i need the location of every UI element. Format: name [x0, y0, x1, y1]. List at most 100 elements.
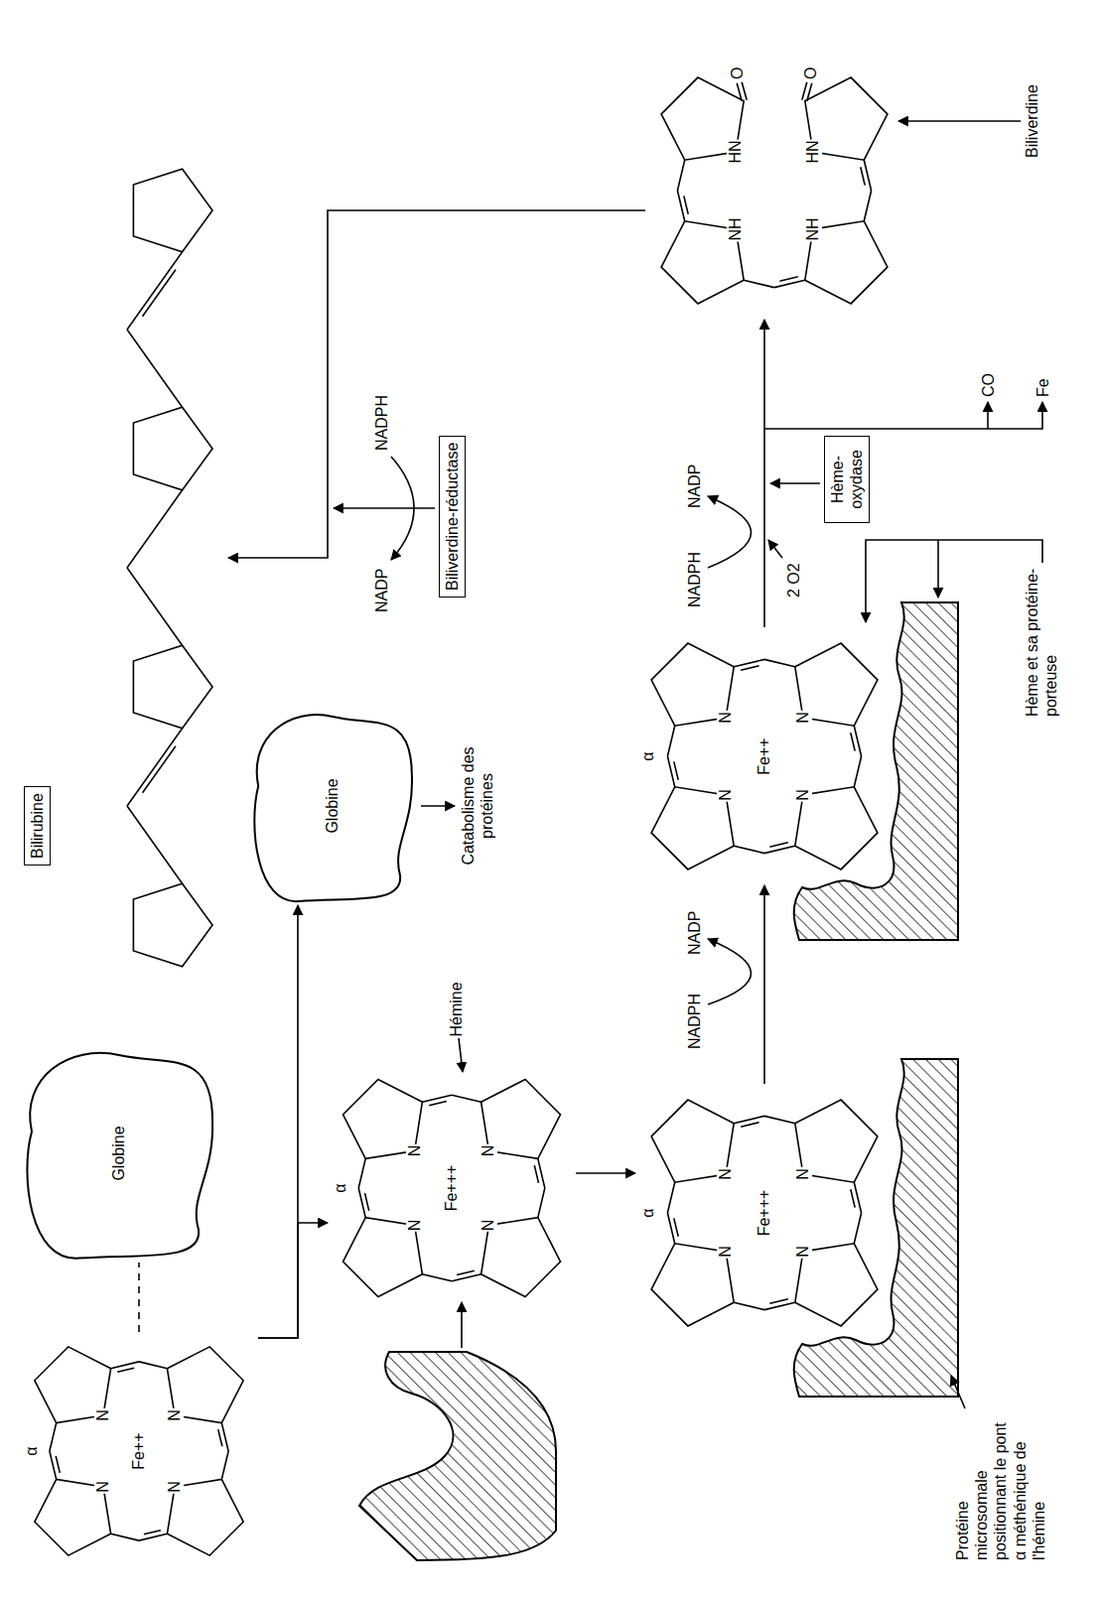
bond-line [221, 1451, 229, 1480]
heme-carrier-complex: αNNNNFe++ [635, 627, 894, 886]
nitrogen-atom: N [716, 1167, 735, 1182]
cofactor-label: Fe [1033, 378, 1053, 398]
bond-line [853, 1213, 861, 1244]
bond-line [358, 1188, 366, 1219]
bond-line [138, 1533, 167, 1541]
iron-ion: Fe++ [755, 736, 774, 776]
bond-line [127, 329, 183, 408]
bond-line [538, 1158, 546, 1189]
bond-line [736, 83, 742, 102]
bond-line [740, 1122, 759, 1127]
connector [763, 885, 766, 1085]
pyrrole-ring [651, 1100, 734, 1183]
hemin-structure: αNNNNFe+++Hémine [327, 1064, 576, 1313]
bond-line [863, 159, 871, 191]
nitrogen-atom: N [479, 1144, 498, 1159]
bond-line [456, 1270, 475, 1275]
nitrogen-atom: N [165, 1408, 184, 1423]
connector [258, 905, 298, 1339]
protein-name: Globine [111, 1125, 128, 1181]
bond-line [733, 845, 765, 853]
bond-line [684, 195, 688, 214]
pyrrole-ring [133, 645, 213, 729]
enzyme-box: Biliverdine-réductase [438, 435, 466, 598]
bond-line [117, 1368, 135, 1373]
enzyme-name: Biliverdine-réductase [438, 435, 466, 598]
bond-line [49, 1451, 57, 1480]
molecule-drawing [645, 21, 1063, 320]
bond-line [49, 1423, 57, 1452]
annotation-text: Hème et sa protéine-porteuse [1022, 567, 1061, 717]
nitrogen-atom: N [406, 1144, 424, 1159]
bond-line [741, 82, 747, 101]
microsomal-protein [794, 1059, 959, 1397]
bond-line [674, 1218, 679, 1237]
cofactor-arc [707, 496, 752, 568]
bond-line [221, 1423, 229, 1452]
bond-line [127, 806, 183, 884]
alpha-bridge-label: α [639, 1207, 658, 1219]
bond-line [764, 845, 796, 853]
bond-line [674, 761, 679, 780]
pyrrole-ring [133, 168, 213, 253]
alpha-bridge-label: α [331, 1182, 350, 1194]
bond-line [142, 270, 176, 317]
nitrogen-atom: N [94, 1480, 113, 1495]
bond-line [451, 1274, 482, 1282]
nitrogen-atom: N [716, 710, 735, 725]
biliverdin-structure: OONHNHHNHNBiliverdine [645, 21, 1063, 320]
bond-line [733, 1302, 765, 1310]
iron-ion: Fe+++ [755, 1189, 774, 1238]
bond-line [365, 1193, 370, 1212]
compound-name: Bilirubine [23, 786, 51, 866]
bond-line [421, 1274, 452, 1282]
nh-group: NH [726, 216, 745, 242]
bond-line [853, 756, 861, 788]
bilirubin-structure: Bilirubine [19, 111, 229, 1005]
bond-line [853, 725, 861, 757]
bond-line [218, 1429, 223, 1447]
alpha-bridge-label: α [22, 1445, 41, 1457]
bond-line [451, 1095, 482, 1102]
bond-line [764, 659, 796, 667]
callout-label: Hémine [447, 980, 466, 1038]
bond-line [769, 842, 788, 847]
carrier-protein [794, 602, 959, 941]
bond-line [677, 190, 685, 222]
pyrrole-ring [795, 787, 878, 870]
globin-blob: Globine [248, 706, 417, 906]
bracket-arrow [865, 540, 1043, 623]
bracket-arrow [937, 540, 940, 598]
nitrogen-atom: N [794, 788, 813, 803]
connector [258, 1223, 328, 1339]
bond-line [733, 1115, 765, 1123]
bond-line [743, 279, 775, 287]
pyrrole-ring [795, 1243, 878, 1327]
nh-group: HN [726, 139, 745, 165]
connector [575, 1172, 636, 1175]
nitrogen-atom: N [794, 1244, 813, 1259]
cofactor-arc [391, 456, 414, 560]
callout-arrow [951, 1375, 965, 1409]
nitrogen-atom: N [165, 1480, 184, 1495]
callout-arrow [420, 805, 455, 808]
connector [763, 319, 766, 628]
oxygen-atom: O [728, 66, 747, 81]
pyrrole-ring [651, 643, 734, 726]
bond-line [127, 728, 183, 807]
bond-line [138, 1362, 167, 1370]
nitrogen-atom: N [716, 1244, 735, 1259]
bond-line [863, 190, 871, 222]
bond-line [764, 1302, 796, 1310]
nitrogen-atom: N [479, 1219, 498, 1234]
callout-label: Biliverdine [1023, 83, 1042, 159]
globin-outline [26, 1053, 213, 1259]
nh-group: NH [804, 216, 823, 242]
pyrrole-ring [795, 643, 878, 726]
bilirubin-chain [19, 111, 229, 1005]
bond-line [740, 666, 759, 671]
iron-ion: Fe+++ [442, 1164, 461, 1214]
bond-line [142, 746, 176, 794]
nh-group: HN [804, 139, 823, 165]
